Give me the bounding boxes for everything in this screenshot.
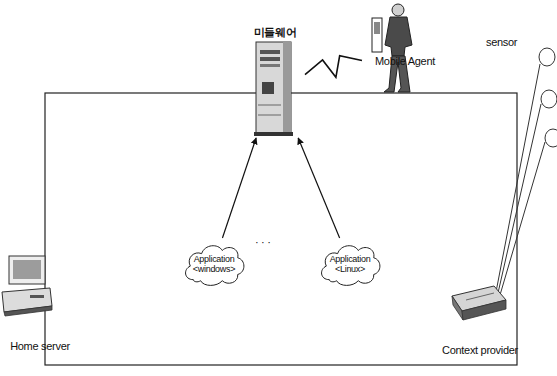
- sensor-label: sensor: [486, 36, 517, 48]
- monitor-screen: [13, 260, 41, 279]
- home-server: Home server: [0, 252, 80, 352]
- sensor-wire: [498, 104, 541, 293]
- ellipsis-label: · · ·: [255, 236, 271, 248]
- cloud-label: Application <windows>: [186, 254, 242, 274]
- case-front: [4, 306, 52, 316]
- person-figure: [372, 4, 412, 92]
- computer-illustration: [2, 256, 52, 316]
- tower-line: [258, 105, 281, 106]
- mobile-agent: Mobile Agent: [362, 2, 448, 98]
- tower-side: [283, 42, 291, 135]
- mobile-device: [372, 18, 382, 52]
- cloud-label: Application <Linux>: [322, 254, 378, 274]
- tower-base: [254, 132, 293, 136]
- cloud-shape: [322, 246, 380, 286]
- middleware-server: 미들웨어: [245, 26, 305, 138]
- device-side: [452, 296, 463, 320]
- tower-body: [256, 42, 291, 135]
- person-head: [392, 4, 404, 16]
- sensor-wire: [500, 142, 545, 295]
- drive-slot: [30, 295, 44, 298]
- network-frame: [45, 93, 517, 365]
- node-label: Context provider: [442, 344, 518, 356]
- device-front: [462, 300, 506, 320]
- node-label: Mobile Agent: [375, 55, 435, 67]
- tower-line: [258, 115, 281, 116]
- sensor-group: [496, 48, 557, 295]
- drive-slot: [260, 57, 280, 61]
- person-body: [385, 17, 412, 56]
- flow-arrow: [298, 138, 339, 238]
- device-line: [466, 293, 494, 300]
- cloud-shape: [186, 246, 244, 286]
- sensor-circle: [539, 48, 555, 66]
- node-label: Home server: [10, 340, 70, 352]
- drive-slot: [260, 64, 280, 67]
- tower-panel: [262, 82, 274, 94]
- device-screen: [374, 22, 380, 34]
- flow-arrow: [222, 138, 256, 238]
- drive-slot: [260, 50, 280, 54]
- sensor-circle: [541, 90, 557, 108]
- sensor-wire: [496, 64, 540, 292]
- wireless-link: [305, 56, 362, 78]
- monitor: [9, 256, 45, 284]
- node-label: 미들웨어: [254, 26, 297, 38]
- server-tower: [254, 42, 293, 136]
- application-cloud: Application <windows>: [181, 238, 247, 288]
- context-provider: Context provider: [425, 282, 535, 356]
- application-cloud: Application <Linux>: [317, 238, 383, 288]
- device-illustration: [452, 286, 506, 320]
- sensor-circle: [545, 129, 557, 147]
